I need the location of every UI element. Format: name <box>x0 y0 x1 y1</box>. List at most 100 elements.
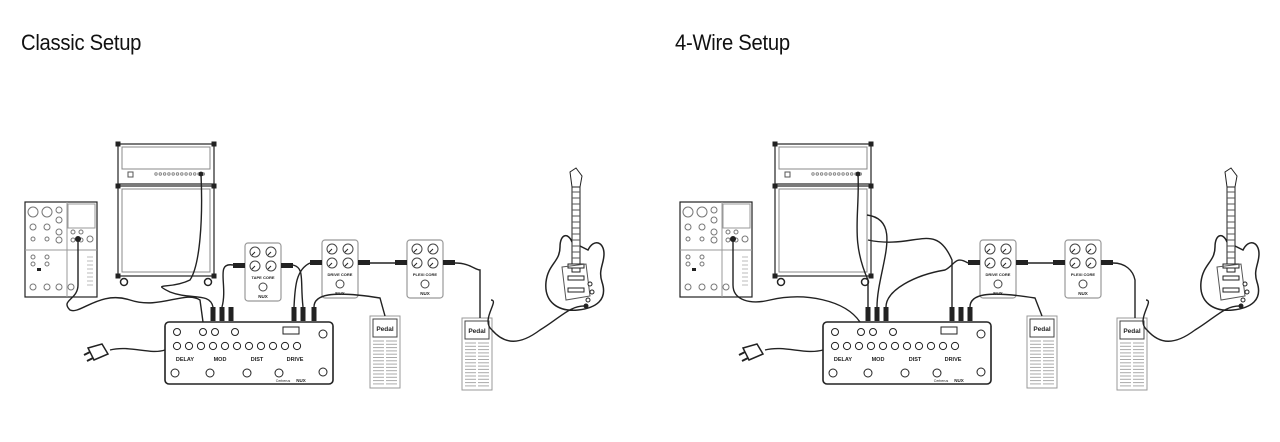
plexi-guitar-cable <box>1112 262 1136 318</box>
stompbox-body <box>1064 239 1102 299</box>
cable-plug <box>883 307 889 321</box>
stompbox-label: PLEXI CORE <box>413 272 438 277</box>
board-knob <box>926 341 936 351</box>
stompbox-footswitch <box>1078 279 1088 289</box>
stompbox-footswitch <box>993 279 1003 289</box>
expression-pedal-display <box>464 320 490 340</box>
mixer-knob <box>699 236 705 242</box>
amp-cabinet <box>774 185 872 277</box>
mixer-knob <box>722 283 730 291</box>
mixer-knob <box>43 283 51 291</box>
amp-knob <box>828 172 832 176</box>
cable-plug <box>865 307 871 321</box>
amp-corner <box>115 183 121 189</box>
guitar-knob <box>1240 297 1246 303</box>
amp-knob <box>188 172 193 176</box>
mixer-knob <box>733 229 739 235</box>
mixer-knob <box>741 235 749 243</box>
mixer-knob <box>44 261 50 267</box>
guitar-pickup <box>1222 287 1240 293</box>
stompbox-footswitch <box>420 279 430 289</box>
mixer-knob <box>43 223 51 231</box>
board-model: Cerberus <box>934 379 949 383</box>
amp-knob <box>154 172 158 176</box>
board-knob <box>878 341 888 351</box>
cable-plug <box>310 260 322 265</box>
board-label-drive: DRIVE <box>287 357 304 363</box>
board-knob <box>830 341 840 351</box>
mixer-knob <box>70 237 76 243</box>
guitar-cable <box>487 299 587 342</box>
fx-loop-cable <box>885 259 969 308</box>
mixer-knob <box>27 206 39 218</box>
amp-corner <box>211 141 217 147</box>
amp-knob <box>824 172 828 176</box>
guitar-cable <box>1142 299 1242 342</box>
mixer <box>24 201 98 298</box>
amp-knob <box>832 172 837 176</box>
cable-plug <box>281 263 293 268</box>
amp-corner <box>772 141 778 147</box>
board-knob <box>268 341 278 351</box>
board-footswitch <box>976 329 986 339</box>
guitar-pickup <box>1222 275 1240 281</box>
mixer-knob <box>685 236 691 242</box>
cable-plug <box>1053 260 1065 265</box>
board-knob <box>199 328 207 336</box>
expr1-cable <box>313 293 386 317</box>
board-label-dist: DIST <box>909 357 922 363</box>
mixer-knob <box>29 283 37 291</box>
expression-pedal-label: Pedal <box>376 326 394 333</box>
board-label-drive: DRIVE <box>945 357 962 363</box>
amp-return-cable <box>866 214 888 308</box>
amp-corner <box>211 273 217 279</box>
cable-plug <box>311 307 317 321</box>
drive-in-cable <box>293 262 311 308</box>
amp-wheel <box>119 277 129 287</box>
expr1-cable <box>969 293 1043 317</box>
guitar-neck <box>571 186 581 273</box>
board-footswitch <box>170 368 180 378</box>
stompbox-label: DRIVE CORE <box>986 272 1011 277</box>
mixer-knob <box>684 283 692 291</box>
expression-pedal-label: Pedal <box>1123 328 1141 335</box>
stompbox-label: TAPE CORE <box>251 275 274 280</box>
board-knob <box>914 341 924 351</box>
mixer-cable <box>66 239 204 323</box>
four-wire-cable <box>867 237 953 307</box>
board-knob <box>902 341 912 351</box>
board-knob <box>292 341 302 351</box>
cable-plug <box>1016 260 1028 265</box>
mixer-knob <box>685 254 691 260</box>
board-knob <box>890 341 900 351</box>
mixer-knob <box>30 254 36 260</box>
tape-in-cable <box>221 264 234 308</box>
mixer-knob <box>685 261 691 267</box>
guitar-knob <box>589 289 595 295</box>
mixer-knob <box>710 283 718 291</box>
cable-plug <box>210 307 216 321</box>
board-knob <box>244 341 254 351</box>
amp-cabinet <box>117 185 215 277</box>
amp-knob <box>815 172 819 176</box>
stompbox-footswitch <box>258 282 268 292</box>
guitar-pickguard <box>1216 263 1246 301</box>
guitar-knob <box>585 297 591 303</box>
mixer-knob <box>710 216 718 224</box>
amp-knob <box>811 172 815 176</box>
guitar-pickup <box>567 275 585 281</box>
cable-plug <box>967 307 973 321</box>
mixer-knob <box>44 254 50 260</box>
board-footswitch <box>976 367 986 377</box>
mixer-knob <box>696 206 708 218</box>
board-footswitch <box>318 367 328 377</box>
mixer-knob <box>41 206 53 218</box>
amp-knob <box>158 172 163 176</box>
guitar-pickup <box>567 287 585 293</box>
board-footswitch <box>274 368 284 378</box>
amp-wheel <box>776 277 786 287</box>
mixer-knob <box>684 223 692 231</box>
